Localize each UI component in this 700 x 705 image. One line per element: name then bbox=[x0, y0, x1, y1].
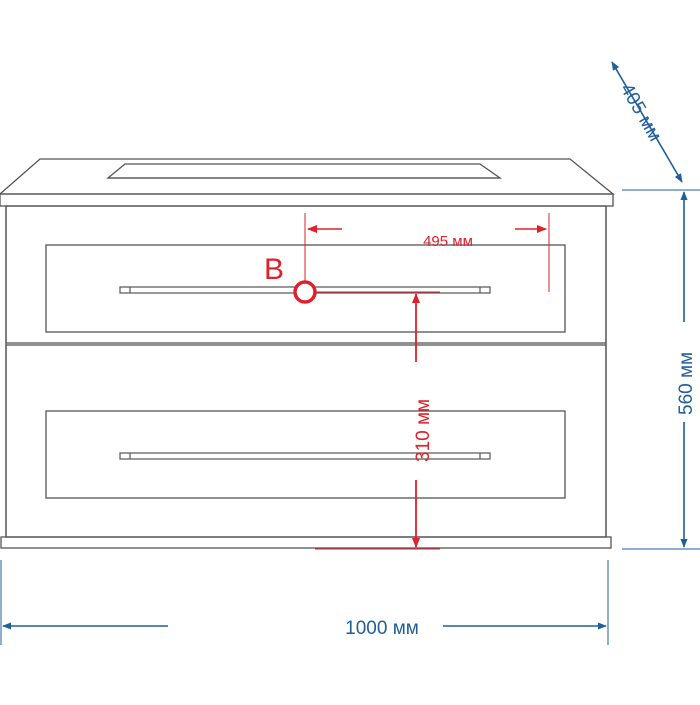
height-label: 560 мм bbox=[676, 352, 697, 415]
lower-drawer-front bbox=[5, 344, 607, 538]
depth-dimension-line bbox=[611, 61, 683, 183]
drain-point-label: B bbox=[264, 253, 284, 286]
drain-point: B bbox=[264, 253, 317, 304]
drain-offset-dimension: 495 мм bbox=[304, 213, 550, 292]
upper-drawer-front bbox=[5, 205, 607, 344]
cabinet-body bbox=[0, 205, 612, 549]
depth-dimension: 405 мм bbox=[611, 61, 683, 183]
cabinet-plinth bbox=[0, 536, 612, 549]
drain-height-dimension: 310 мм bbox=[312, 291, 440, 550]
lower-drawer-handle bbox=[119, 452, 491, 460]
drain-height-label: 310 мм bbox=[413, 399, 434, 462]
lower-drawer-panel bbox=[45, 410, 566, 499]
depth-label: 405 мм bbox=[616, 80, 666, 145]
height-dimension: 560 мм bbox=[622, 189, 700, 550]
drain-offset-label: 495 мм bbox=[423, 233, 473, 250]
countertop-edge bbox=[0, 193, 614, 207]
width-label: 1000 мм bbox=[345, 618, 419, 639]
drain-point-circle-icon bbox=[293, 280, 317, 304]
countertop bbox=[0, 158, 615, 207]
sink-basin bbox=[106, 163, 503, 179]
width-dimension: 1000 мм bbox=[0, 560, 609, 645]
